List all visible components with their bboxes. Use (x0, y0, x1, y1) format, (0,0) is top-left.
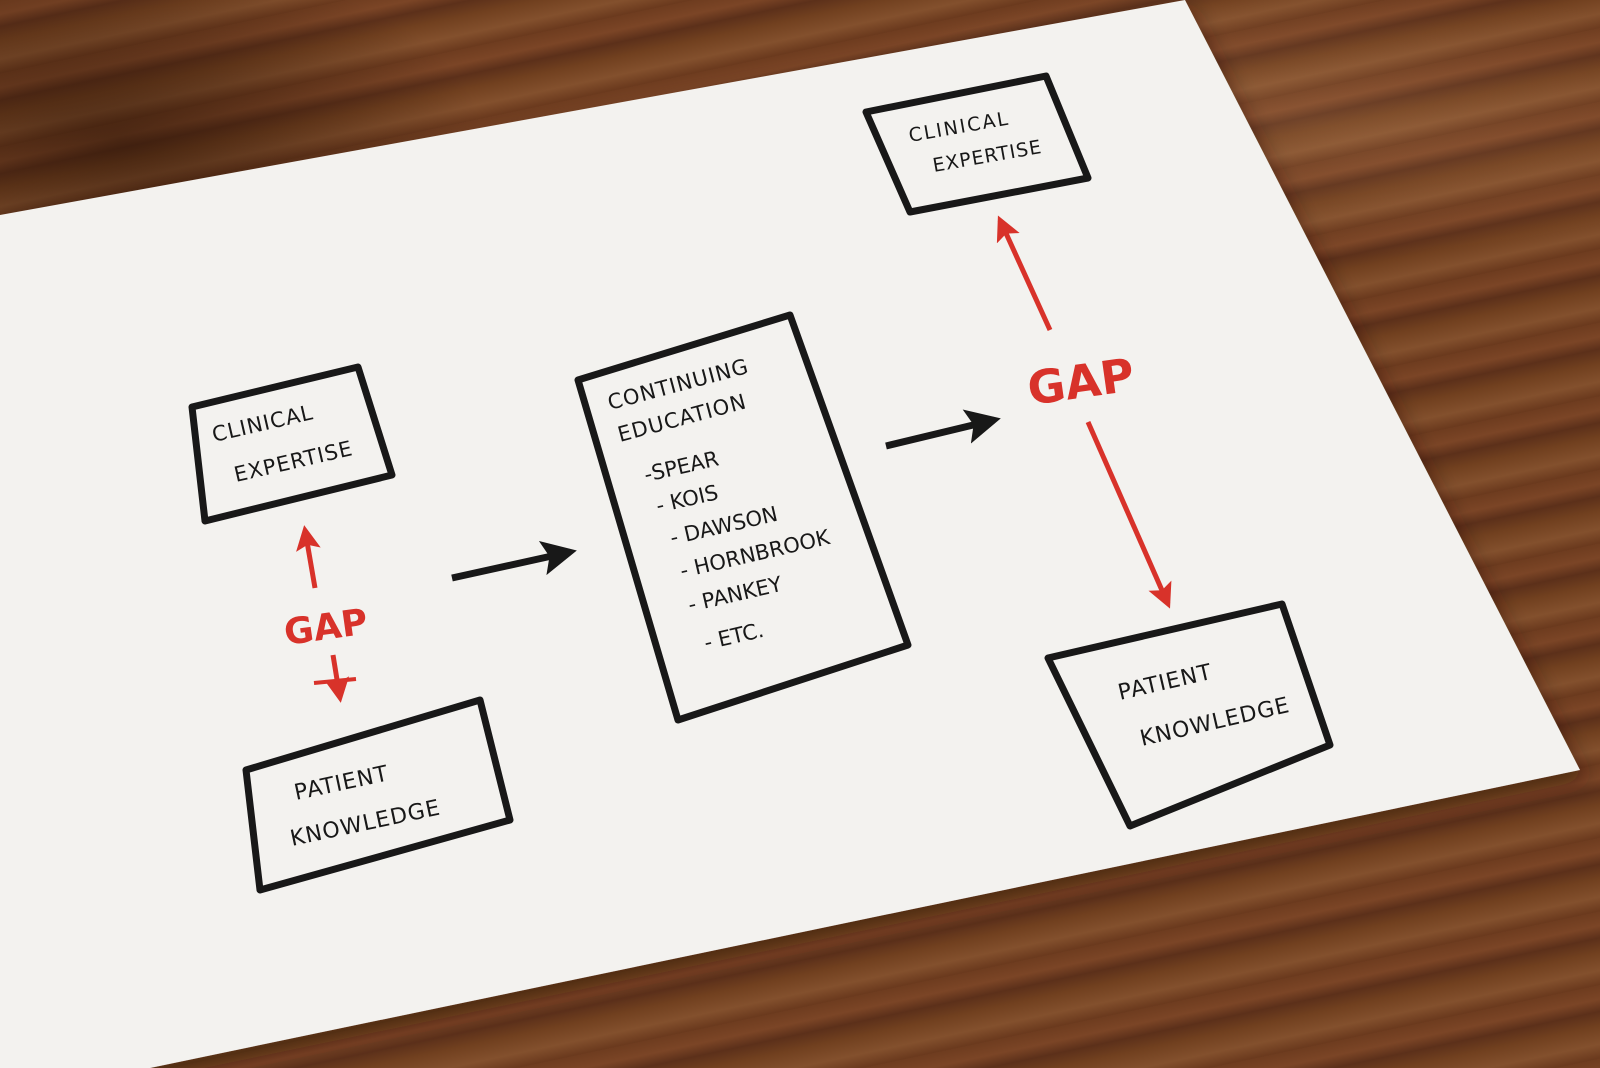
left-gap-arrows: GAP (282, 525, 370, 703)
arrow-middle-to-right (885, 409, 1001, 450)
arrow-left-to-middle (451, 540, 577, 582)
